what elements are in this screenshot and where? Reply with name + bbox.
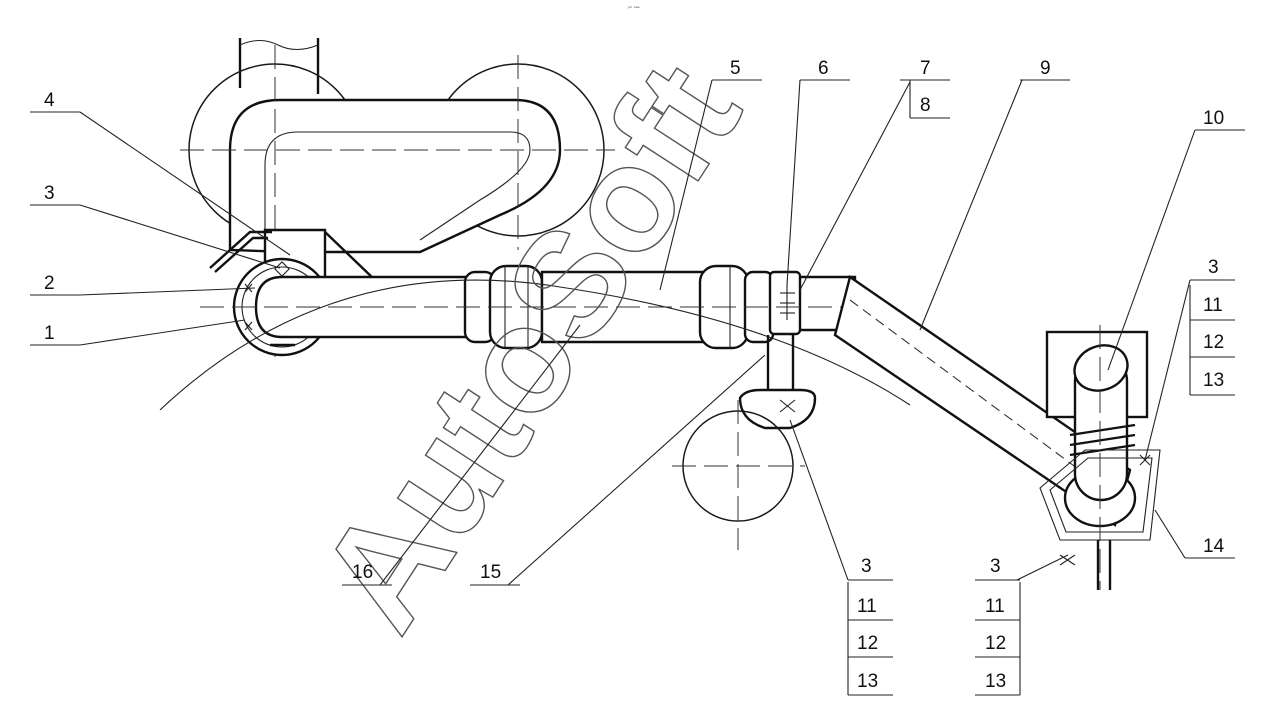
bottom-stack-item: 13 [985, 671, 1006, 692]
left-wheel-assembly [180, 38, 615, 365]
support-wheel [672, 335, 817, 550]
label-9: 9 [1040, 58, 1051, 79]
label-6: 6 [818, 58, 829, 79]
right-stack-item: 3 [1208, 257, 1219, 278]
right-stack-item: 11 [1203, 295, 1223, 316]
right-column [1039, 325, 1161, 590]
label-8: 8 [920, 95, 931, 116]
center-stack-item: 13 [857, 671, 878, 692]
right-stack-item: 12 [1203, 332, 1224, 353]
center-stack-item: 12 [857, 633, 878, 654]
bottom-stack-item: 11 [985, 596, 1005, 617]
label-15: 15 [480, 562, 501, 583]
label-16: 16 [352, 562, 373, 583]
label-3: 3 [44, 183, 55, 204]
horizontal-pipe [159, 264, 911, 411]
label-14: 14 [1203, 536, 1225, 557]
label-10: 10 [1203, 108, 1224, 129]
bottom-stack-item: 3 [990, 556, 1001, 577]
label-2: 2 [44, 273, 55, 294]
label-1: 1 [44, 323, 55, 344]
center-stack-item: 11 [857, 596, 877, 617]
label-4: 4 [44, 90, 55, 111]
label-5: 5 [730, 58, 741, 79]
bottom-stack-item: 12 [985, 633, 1006, 654]
label-7: 7 [920, 58, 931, 79]
callouts: 4 3 2 1 5 6 7 8 9 10 [30, 58, 1245, 696]
top-mark: ᵖʰ ᵃᵃᵃ [628, 6, 640, 12]
right-stack-item: 13 [1203, 370, 1224, 391]
center-stack-item: 3 [861, 556, 872, 577]
